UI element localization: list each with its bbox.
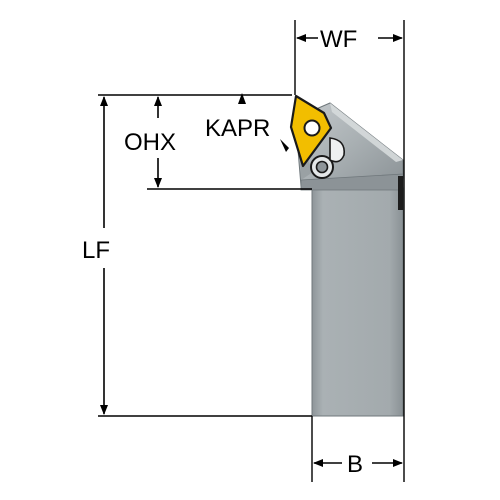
lf-label: LF [82,237,110,264]
angle-kapr: KAPR [205,93,289,152]
clamping-screw [310,155,334,179]
dimension-b: B [311,210,405,482]
dimension-ohx: OHX [98,94,312,190]
wf-label: WF [320,26,357,53]
dimension-lf: LF [82,96,312,417]
kapr-label: KAPR [205,115,270,142]
ohx-label: OHX [124,129,176,156]
dimension-wf: WF [294,20,405,210]
b-label: B [347,451,363,478]
clamp-lever [329,137,346,163]
insert-hole [303,119,321,137]
cutting-insert [289,94,333,168]
toolholder-shank [311,187,404,417]
